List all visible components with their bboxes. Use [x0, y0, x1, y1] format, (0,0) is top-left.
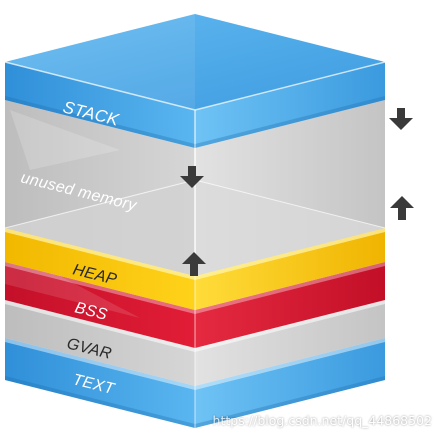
heap-layer: [5, 228, 385, 310]
up-arrow-icon: [390, 196, 414, 220]
up-arrow-icon: [182, 252, 206, 276]
text-layer: [5, 338, 385, 428]
gvar-layer: [5, 300, 385, 386]
down-arrow-icon: [180, 166, 204, 188]
stack-layer: [4, 14, 386, 148]
down-arrow-icon: [389, 108, 413, 130]
watermark: https://blog.csdn.net/qq_44868502: [212, 413, 432, 428]
bss-layer: [5, 262, 385, 348]
